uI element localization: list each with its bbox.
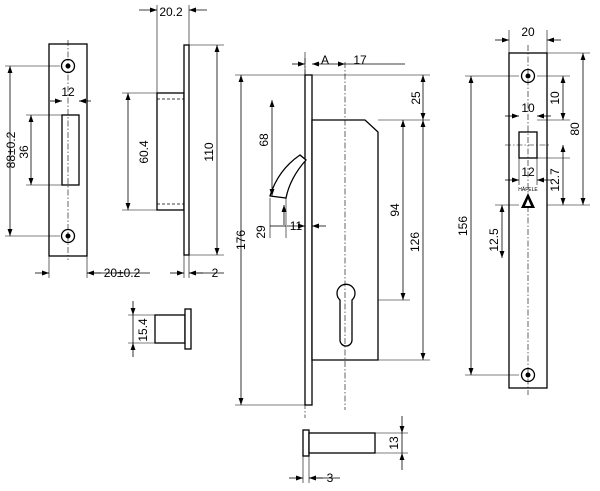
dim-top-gap: 10 <box>548 91 562 105</box>
dim-hook-to-cylinder: 94 <box>388 203 402 217</box>
dim-opening-width: 12 <box>61 85 75 99</box>
strike-box-side-view: 20.2 60.4 110 2 <box>122 5 224 280</box>
dim-lower-offset: 12.5 <box>487 228 501 252</box>
dim-opening-height: 36 <box>17 145 31 159</box>
spacer-flange <box>184 308 192 350</box>
dim-hook-radius: 29 <box>254 225 268 239</box>
dim-bolt-head: 3 <box>327 471 334 485</box>
dim-bolt-diameter: 13 <box>387 436 401 450</box>
dim-plate-width: 20±0.2 <box>104 266 141 280</box>
bolt-pin-head <box>302 429 310 457</box>
dim-flange-thickness: 2 <box>212 266 219 280</box>
dim-box-depth: 20.2 <box>159 5 183 19</box>
dim-box-height: 60.4 <box>137 140 151 164</box>
bolt-pin-view: 13 3 <box>289 416 408 485</box>
dim-backset: 17 <box>353 53 367 67</box>
hook-bolt <box>269 154 307 199</box>
strike-plate-front-view: 88±0.2 36 12 20±0.2 <box>4 40 150 280</box>
dim-spacer-height: 15.4 <box>136 318 150 342</box>
dim-flange-height: 110 <box>202 142 216 161</box>
dim-top-offset: 25 <box>409 91 423 105</box>
dim-hook-height: 68 <box>257 133 271 147</box>
dim-total-length: 156 <box>456 216 470 236</box>
hafele-logo: HÄFELE <box>518 186 538 208</box>
strike-flange <box>183 44 190 256</box>
cylinder-cutout <box>336 283 356 347</box>
spacer-body <box>154 314 186 344</box>
dim-window-height: 80 <box>568 122 582 136</box>
bolt-pin-shaft <box>308 432 376 454</box>
strike-box <box>156 92 185 211</box>
dim-hole-spacing: 88±0.2 <box>4 131 18 168</box>
dim-latch-width: 12 <box>521 165 535 179</box>
strike-opening <box>61 114 80 186</box>
dim-faceplate-width: 20 <box>521 25 535 39</box>
dim-hook-offset: 11 <box>290 219 303 233</box>
lock-faceplate-edge <box>304 74 313 406</box>
spacer-view: 15.4 <box>128 301 192 357</box>
dim-latch-height: 12.7 <box>548 168 562 192</box>
backset-ref-label: A <box>321 53 329 67</box>
dim-window-width: 10 <box>521 101 535 115</box>
dim-cylinder-position: 126 <box>408 232 422 252</box>
brand-text: HÄFELE <box>518 186 538 193</box>
faceplate-front-view: HÄFELE 20 80 10 10 12 12.7 <box>456 25 590 395</box>
lock-body-side-view: A 17 25 68 176 29 11 94 126 <box>234 52 430 418</box>
dim-total-height: 176 <box>234 230 248 250</box>
